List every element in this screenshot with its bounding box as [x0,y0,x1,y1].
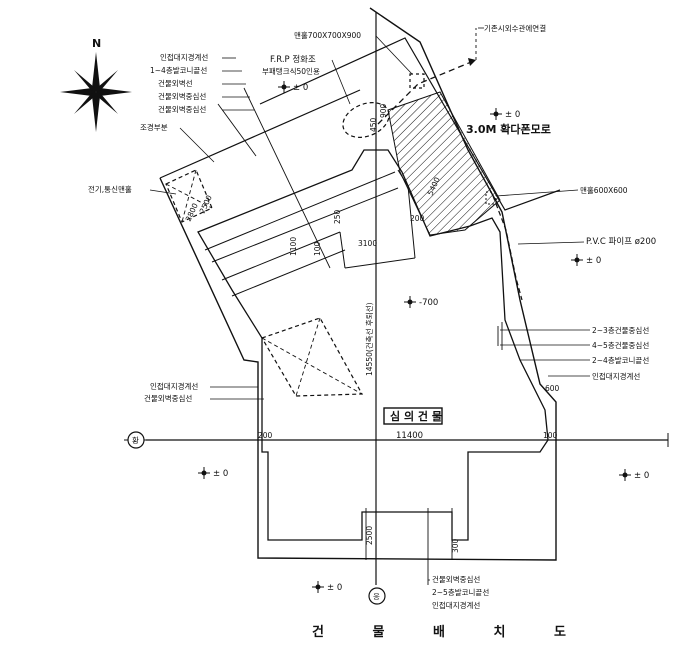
label-pvc-pipe: P.V.C 파이프 ø200 [586,236,656,247]
axis-marker-east: 황 [124,431,146,449]
bottom-label-stack: 건물외벽중심선 2~5층발코니끝선 인접대지경계선 [428,574,489,610]
elev-label: ± 0 [213,469,228,479]
label-wall-center-mid: 건물외벽중심선 [144,393,192,403]
septic-tank-ellipse [342,102,390,138]
label-wall-center-bottom: 건물외벽중심선 [432,574,480,584]
label-outer-wall: 건물외벽선 [158,78,193,88]
label-25-balcony: 2~5층발코니끝선 [432,588,489,597]
landscape-dashed-box [165,169,213,223]
inner-wall-lines [204,169,416,297]
elevation-marks [198,81,631,593]
dim-3100: 3100 [358,239,377,248]
pvc-pipe-line [492,195,523,301]
elev-label: ± 0 [505,110,520,120]
dashed-void-box [261,317,364,397]
dim-300: 300 [451,538,460,553]
label-balcony-line: 1~4층발코니끝선 [150,66,207,75]
dim-1100: 1100 [289,237,298,256]
elev-label: -700 [419,298,438,308]
dim-900: 900 [379,103,388,118]
axis-marker-south-label: 응 [373,592,380,601]
dim-14550: 14550(건축선 후퇴선) [364,302,374,376]
axis-marker-south: 응 [368,587,386,605]
label-manhole-electric: 전기,통신맨홀 [88,184,132,194]
label-landscape: 조경부분 [140,122,168,132]
elev-label: ± 0 [327,583,342,593]
dim-250: 250 [333,209,342,224]
label-manhole-600: 맨홀600X600 [580,185,628,195]
dim-2500-bottom: 2500 [365,526,374,545]
north-label: N [92,37,101,50]
dim-200: 200 [410,214,425,223]
label-wall-center: 건물외벽중심선 [158,91,206,101]
label-boundary-line: 인접대지경계선 [160,52,208,62]
dim-100: 100 [313,241,322,256]
elev-label: ± 0 [293,83,308,93]
label-road-widening: 3.0M 확다폰모로 [466,122,551,136]
left-top-label-stack: 인접대지경계선 1~4층발코니끝선 건물외벽선 건물외벽중심선 건물외벽중심선 [150,52,254,114]
label-connect-existing: 기존시외수관에연결 [484,23,546,33]
label-24-balcony: 2~4층발코니끝선 [592,356,649,365]
label-23-floor-center: 2~3층건물중심선 [592,325,649,335]
dim-11400: 11400 [396,431,423,441]
elev-label: ± 0 [634,471,649,481]
dim-2800: 2800 [184,202,200,223]
right-label-stack: 2~3층건물중심선 4~5층건물중심선 2~4층발코니끝선 인접대지경계선 [500,325,649,381]
dim-600: 600 [545,384,560,393]
label-boundary-mid: 인접대지경계선 [150,381,198,391]
dim-200-left: 200 [258,431,273,440]
building-name-box: 심 의 건 물 [383,407,443,425]
building-name: 심 의 건 물 [390,409,442,423]
label-boundary-bottom: 인접대지경계선 [432,600,480,610]
label-manhole-size: 맨홀700X700X900 [294,30,361,40]
elev-label: ± 0 [586,256,601,266]
building-outline [197,149,549,541]
label-45-floor-center: 4~5층건물중심선 [592,340,649,350]
drawing-title: 건 물 배 치 도 [312,624,588,640]
dim-2500: 2500 [198,194,214,215]
dim-450: 450 [369,117,378,132]
road-widening-hatch [387,91,501,236]
axis-marker-east-label: 황 [132,435,139,445]
label-frp-spec: 부패탱크식50인용 [262,66,320,76]
north-arrow-icon [60,52,132,132]
label-boundary-right: 인접대지경계선 [592,371,640,381]
dim-100-right: 100 [543,431,558,440]
label-wall-center-2: 건물외벽중심선 [158,104,206,114]
label-frp-tank: F.R.P 정화조 [270,54,316,65]
